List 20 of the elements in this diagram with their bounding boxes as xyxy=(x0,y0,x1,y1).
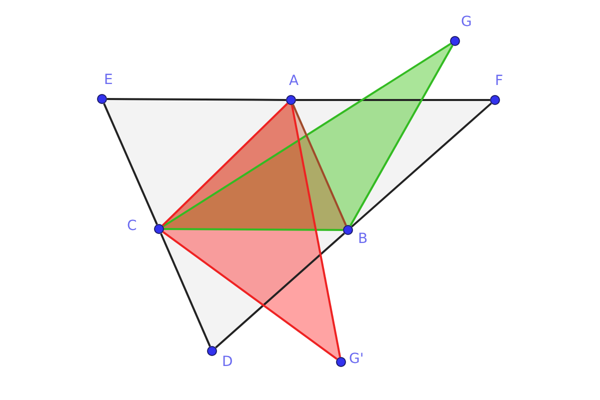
line-segment xyxy=(164,228,343,231)
line-segment xyxy=(350,44,454,226)
line-segment xyxy=(290,104,342,358)
line-segment xyxy=(351,102,492,228)
point-label: F xyxy=(495,74,504,88)
point-label: G xyxy=(461,15,472,29)
line-segment xyxy=(296,99,490,101)
point-label: E xyxy=(104,73,113,87)
point-label: B xyxy=(358,232,368,246)
line-segment xyxy=(160,233,211,347)
point-label: C xyxy=(127,219,137,233)
line-segment xyxy=(292,104,347,226)
point-label: A xyxy=(289,74,299,88)
line-segment xyxy=(215,232,345,348)
line-segment xyxy=(103,103,158,225)
line-segment xyxy=(107,98,286,101)
line-segment xyxy=(162,102,288,226)
line-segment xyxy=(162,231,338,360)
point-label: D xyxy=(222,355,233,369)
point-label: G' xyxy=(349,352,364,366)
